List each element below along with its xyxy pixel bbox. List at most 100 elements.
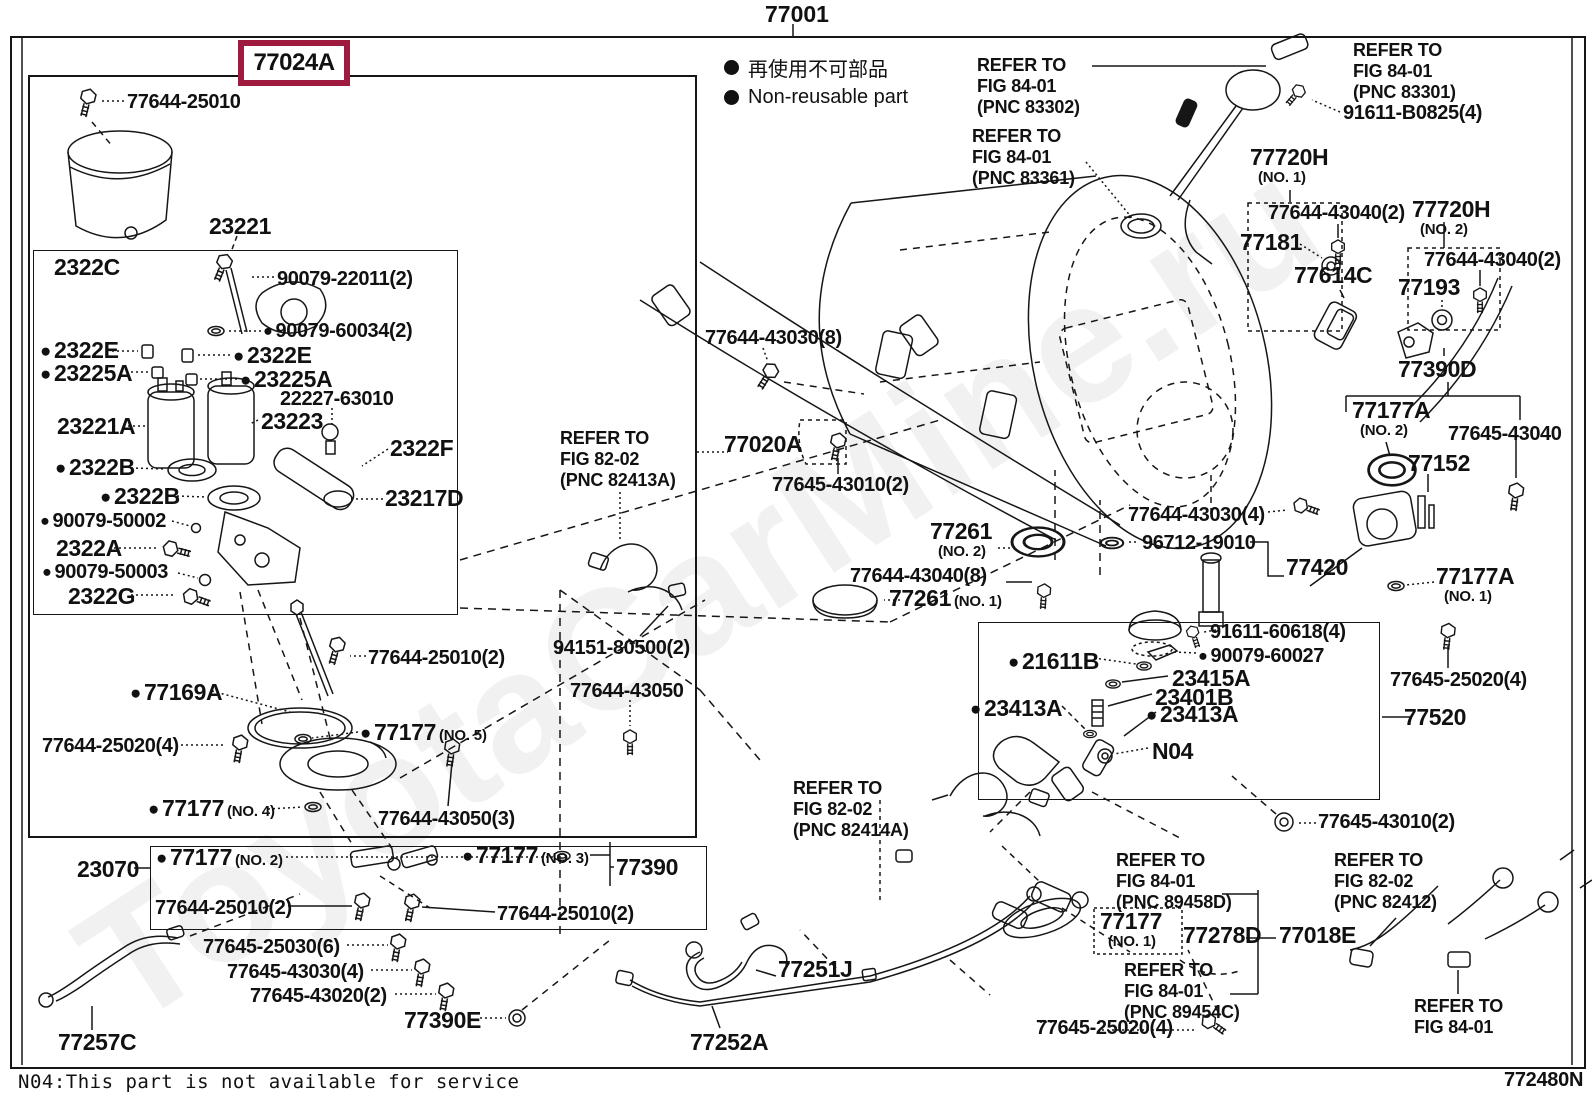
part-label[interactable]: 2322C [54, 254, 120, 280]
part-label[interactable]: ●23225A [240, 366, 333, 392]
non-reusable-bullet-icon [724, 60, 739, 75]
part-label[interactable]: ●77177(NO. 3) [462, 842, 589, 868]
part-label[interactable]: ●77169A [130, 679, 223, 705]
part-label[interactable]: ●77177(NO. 4) [148, 795, 275, 821]
part-label[interactable]: 23221 [209, 213, 271, 239]
part-label[interactable]: 77644-25010(2) [497, 903, 634, 925]
part-label[interactable]: 77251J [778, 956, 853, 982]
part-label[interactable]: ●77177(NO. 2) [156, 844, 283, 870]
legend-en: Non-reusable part [748, 86, 909, 108]
part-label[interactable]: ●2322B [55, 454, 135, 480]
part-label[interactable]: 77257C [58, 1029, 137, 1055]
part-label[interactable]: ●90079-50003 [42, 561, 169, 583]
part-label[interactable]: 94151-80500(2) [553, 637, 690, 659]
part-label[interactable]: 77018E [1279, 922, 1356, 948]
part-label[interactable]: 77644-43050 [570, 680, 684, 702]
part-label[interactable]: 77181 [1240, 229, 1302, 255]
part-label[interactable]: 77645-43010(2) [1318, 811, 1455, 833]
refer-note: REFER TO FIG 84-01 (PNC 83301) [1353, 40, 1456, 102]
part-label[interactable]: 77645-43010(2) [772, 474, 909, 496]
part-label[interactable]: ●23225A [40, 360, 133, 386]
part-label[interactable]: 77645-25030(6) [203, 936, 340, 958]
part-label[interactable]: ●23413A [970, 695, 1063, 721]
part-label[interactable]: ●23413A [1146, 701, 1239, 727]
part-label[interactable]: 2322F [390, 435, 454, 461]
part-label[interactable]: ●21611B [1008, 648, 1099, 674]
part-label[interactable]: 77177A(NO. 2) [1352, 397, 1431, 440]
part-label[interactable]: 77177A(NO. 1) [1436, 563, 1515, 606]
part-label[interactable]: 77644-43040(8) [850, 565, 987, 587]
part-label[interactable]: 77420 [1286, 554, 1348, 580]
refer-note: REFER TO FIG 84-01 [1414, 996, 1504, 1037]
part-label[interactable]: 23401B [1155, 684, 1234, 710]
part-label[interactable]: 23223 [261, 408, 323, 434]
part-label[interactable]: 77645-25020(4) [1390, 669, 1527, 691]
part-label[interactable]: 77177(NO. 1) [1100, 908, 1162, 951]
refer-note: REFER TO FIG 84-01 (PNC 83302) [977, 55, 1080, 117]
part-label[interactable]: 77278D [1183, 922, 1262, 948]
refer-note: REFER TO FIG 84-01 (PNC 89454C) [1124, 960, 1240, 1022]
part-label[interactable]: 77644-25010(2) [155, 897, 292, 919]
part-label[interactable]: 77644-25010(2) [368, 647, 505, 669]
part-label[interactable]: 23070 [77, 856, 139, 882]
part-label[interactable]: 77152 [1408, 450, 1470, 476]
part-label[interactable]: ●2322E [233, 342, 312, 368]
part-label[interactable]: ●77177(NO. 5) [360, 719, 487, 745]
figure-code: 772480N [1504, 1069, 1584, 1091]
part-label[interactable]: ●2322B [100, 483, 180, 509]
part-label[interactable]: 77644-43040(2) [1268, 202, 1405, 224]
legend-jp: 再使用不可部品 [748, 59, 888, 81]
refer-note: REFER TO FIG 84-01 (PNC 83361) [972, 126, 1075, 188]
part-label[interactable]: 77261(NO. 1) [889, 585, 1002, 611]
footer-note: N04:This part is not available for servi… [18, 1071, 520, 1093]
part-label[interactable]: 77720H(NO. 2) [1412, 196, 1491, 239]
part-label[interactable]: 77193 [1398, 274, 1460, 300]
part-label[interactable]: 77390 [616, 854, 678, 880]
part-label[interactable]: 77644-43040(2) [1424, 249, 1561, 271]
part-label[interactable]: ●90079-50002 [40, 510, 167, 532]
part-label[interactable]: 77645-43030(4) [227, 961, 364, 983]
non-reusable-bullet-icon [724, 90, 739, 105]
part-label[interactable]: 77614C [1294, 262, 1373, 288]
part-label[interactable]: 77020A [724, 431, 803, 457]
highlighted-part-77024a[interactable]: 77024A [238, 40, 350, 86]
part-label[interactable]: 77645-25020(4) [1036, 1017, 1173, 1039]
part-label[interactable]: ●2322E [40, 337, 119, 363]
part-label[interactable]: 22227-63010 [280, 388, 394, 410]
part-label[interactable]: 77645-43020(2) [250, 985, 387, 1007]
part-label[interactable]: 77644-25010 [127, 91, 241, 113]
part-label[interactable]: 23221A [57, 413, 136, 439]
part-label[interactable]: ●90079-60027 [1198, 645, 1325, 667]
part-label[interactable]: 23217D [385, 485, 464, 511]
part-label[interactable]: 77390D [1398, 356, 1477, 382]
part-label[interactable]: ●90079-60034(2) [263, 320, 413, 342]
part-label[interactable]: 77644-25020(4) [42, 735, 179, 757]
kit-box-77520 [978, 622, 1380, 800]
part-label[interactable]: 77644-43030(4) [1128, 504, 1265, 526]
part-label[interactable]: 2322A [56, 535, 122, 561]
part-label[interactable]: 91611-60618(4) [1210, 621, 1346, 643]
refer-note: REFER TO FIG 82-02 (PNC 82412) [1334, 850, 1437, 912]
part-label[interactable]: 77520 [1404, 704, 1466, 730]
part-label[interactable]: 77644-43050(3) [378, 808, 515, 830]
part-label[interactable]: 77390E [404, 1007, 481, 1033]
assembly-box-77024a [28, 75, 697, 838]
part-label[interactable]: 77252A [690, 1029, 769, 1055]
part-label[interactable]: 2322G [68, 583, 136, 609]
part-label[interactable]: 90079-22011(2) [277, 268, 413, 290]
part-label[interactable]: N04 [1152, 738, 1193, 764]
part-label[interactable]: 77645-43040 [1448, 423, 1562, 445]
part-label[interactable]: 77644-43030(8) [705, 327, 842, 349]
part-label[interactable]: 77261(NO. 2) [930, 518, 992, 561]
part-label[interactable]: 77720H(NO. 1) [1250, 144, 1329, 187]
part-label[interactable]: 23415A [1172, 665, 1251, 691]
page-title-part-number[interactable]: 77001 [765, 1, 829, 27]
refer-note: REFER TO FIG 84-01 (PNC 89458D) [1116, 850, 1232, 912]
part-label[interactable]: 96712-19010 [1142, 532, 1256, 554]
legend: 再使用不可部品 Non-reusable part [724, 53, 908, 113]
refer-note: REFER TO FIG 82-02 (PNC 82413A) [560, 428, 676, 490]
refer-note: REFER TO FIG 82-02 (PNC 82414A) [793, 778, 909, 840]
part-label[interactable]: 91611-B0825(4) [1343, 102, 1482, 124]
